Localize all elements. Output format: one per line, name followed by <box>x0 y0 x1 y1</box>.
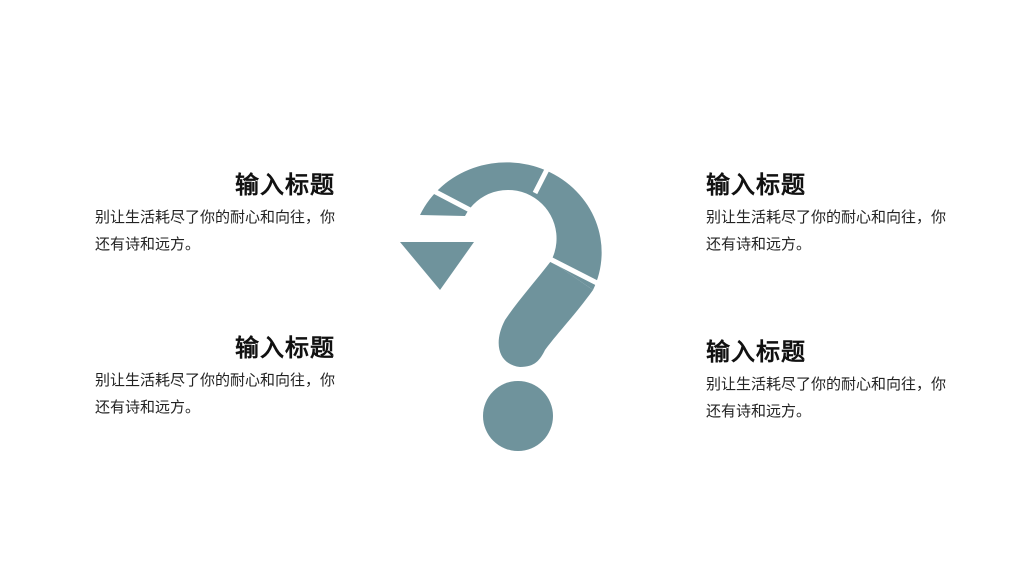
text-block-top-right: 输入标题 别让生活耗尽了你的耐心和向往，你还有诗和远方。 <box>706 170 946 258</box>
question-dot <box>483 381 553 451</box>
block-body: 别让生活耗尽了你的耐心和向往，你还有诗和远方。 <box>706 208 947 253</box>
question-mark-shape <box>400 162 602 451</box>
block-body: 别让生活耗尽了你的耐心和向往，你还有诗和远方。 <box>706 375 947 420</box>
block-title: 输入标题 <box>706 338 806 366</box>
question-stem <box>498 261 593 367</box>
text-block-top-left: 输入标题 别让生活耗尽了你的耐心和向往，你还有诗和远方。 <box>95 170 335 258</box>
segment-dividers <box>426 146 599 286</box>
block-title: 输入标题 <box>235 334 335 362</box>
divider-2 <box>532 146 561 195</box>
block-title: 输入标题 <box>235 171 335 199</box>
question-arrow-head <box>400 242 474 290</box>
question-mark-icon <box>400 146 602 451</box>
divider-3 <box>546 255 599 286</box>
text-block-bottom-right: 输入标题 别让生活耗尽了你的耐心和向往，你还有诗和远方。 <box>706 337 946 425</box>
block-title: 输入标题 <box>706 171 806 199</box>
text-block-bottom-left: 输入标题 别让生活耗尽了你的耐心和向往，你还有诗和远方。 <box>95 333 335 421</box>
block-body: 别让生活耗尽了你的耐心和向往，你还有诗和远方。 <box>95 371 336 416</box>
divider-1 <box>426 185 472 213</box>
block-body: 别让生活耗尽了你的耐心和向往，你还有诗和远方。 <box>95 208 336 253</box>
question-hook-ring <box>420 162 602 290</box>
